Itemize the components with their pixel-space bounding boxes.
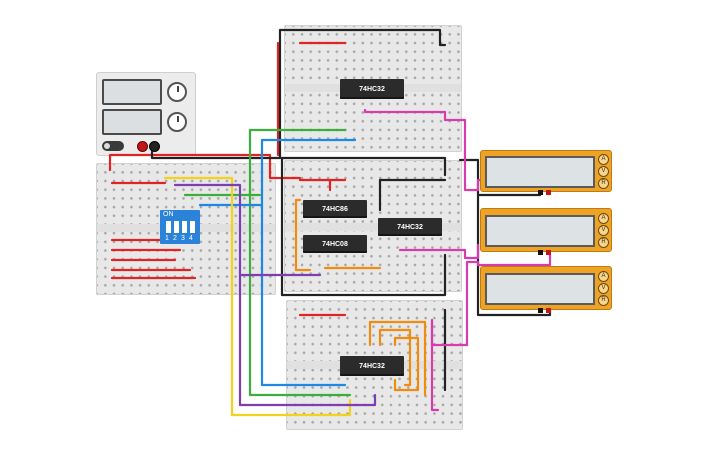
wire-magenta	[398, 243, 480, 260]
voltmeter-mode-button[interactable]: V	[598, 283, 609, 294]
ohmmeter-mode-button[interactable]: R	[598, 237, 609, 248]
wire-orange	[378, 328, 412, 387]
power-toggle-icon[interactable]	[102, 141, 124, 151]
chip-74hc08[interactable]: 74HC08	[303, 235, 367, 253]
wire-black	[280, 156, 447, 177]
multimeter-display	[485, 273, 595, 305]
wire-black	[280, 156, 447, 297]
probe-terminal-icon[interactable]	[546, 190, 551, 195]
wire-purple	[173, 183, 377, 407]
positive-terminal-icon[interactable]	[137, 141, 148, 152]
voltage-display	[102, 79, 162, 105]
chip-mid-right-74hc32[interactable]: 74HC32	[378, 218, 442, 236]
wire-green	[183, 188, 262, 197]
dip-switch-number-3: 3	[181, 235, 185, 242]
wire-black	[378, 178, 447, 212]
dip-switch-toggle-2[interactable]	[174, 221, 179, 233]
dip-switch-toggle-1[interactable]	[166, 221, 171, 233]
voltmeter-mode-button[interactable]: V	[598, 166, 609, 177]
current-display	[102, 109, 162, 135]
chip-74hc86[interactable]: 74HC86	[303, 200, 367, 218]
chip-bottom-74hc32[interactable]: 74HC32	[340, 356, 404, 376]
multimeter-display	[485, 215, 595, 247]
probe-terminal-icon[interactable]	[546, 250, 551, 255]
dip-switch-toggle-4[interactable]	[190, 221, 195, 233]
ammeter-mode-button[interactable]: A	[598, 213, 609, 224]
wire-orange	[393, 336, 420, 392]
wire-orange	[294, 198, 312, 272]
wire-red	[298, 41, 347, 317]
wire-red	[108, 153, 302, 180]
probe-terminal-icon[interactable]	[538, 308, 543, 313]
wire-green	[248, 128, 352, 397]
negative-terminal-icon[interactable]	[149, 141, 160, 152]
wire-black	[458, 158, 552, 317]
ammeter-mode-button[interactable]: A	[598, 271, 609, 282]
wire-red	[110, 181, 197, 280]
dip-switch[interactable]: ON 1 2 3 4	[160, 210, 200, 244]
wire-black	[150, 28, 447, 160]
power-supply[interactable]	[96, 72, 196, 156]
ammeter-mode-button[interactable]: A	[598, 154, 609, 165]
breadboard-center-gap	[285, 223, 461, 231]
ohmmeter-mode-button[interactable]: R	[598, 295, 609, 306]
voltmeter-mode-button[interactable]: V	[598, 225, 609, 236]
probe-terminal-icon[interactable]	[538, 190, 543, 195]
wire-yellow	[163, 176, 352, 417]
dip-switch-toggle-3[interactable]	[182, 221, 187, 233]
dip-switch-number-4: 4	[189, 235, 193, 242]
multimeter-1[interactable]: A V R	[480, 150, 612, 192]
multimeter-2[interactable]: A V R	[480, 208, 612, 252]
ohmmeter-mode-button[interactable]: R	[598, 178, 609, 189]
probe-terminal-icon[interactable]	[538, 250, 543, 255]
probe-terminal-icon[interactable]	[546, 308, 551, 313]
voltage-knob-icon[interactable]	[167, 82, 187, 102]
multimeter-display	[485, 156, 595, 188]
wire-magenta	[430, 318, 440, 412]
current-knob-icon[interactable]	[167, 112, 187, 132]
dip-switch-number-1: 1	[165, 235, 169, 242]
wire-orange	[368, 320, 427, 397]
multimeter-3[interactable]: A V R	[480, 266, 612, 310]
wire-magenta	[430, 253, 552, 347]
chip-top-74hc32[interactable]: 74HC32	[340, 79, 404, 99]
wire-blue	[260, 138, 357, 387]
dip-switch-number-2: 2	[173, 235, 177, 242]
dip-switch-on-label: ON	[163, 211, 174, 218]
